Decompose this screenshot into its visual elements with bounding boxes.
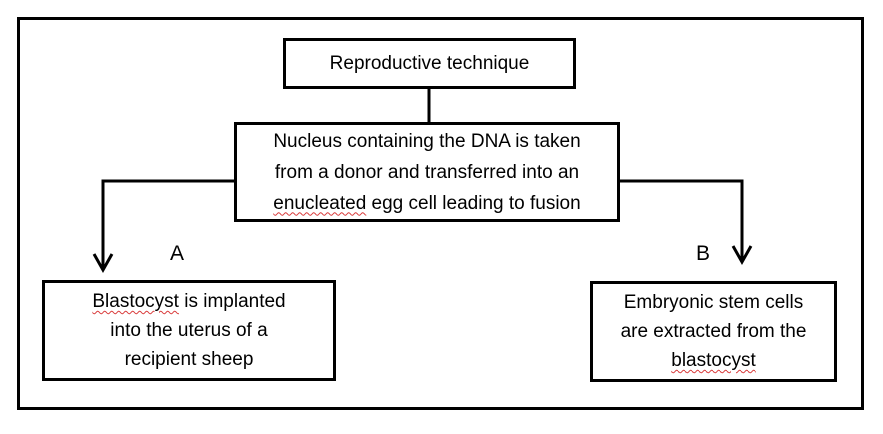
process-line-3-rest: egg cell leading to fusion [366,192,581,214]
title-text: Reproductive technique [329,52,530,74]
diagram-frame [17,17,864,410]
spellcheck-word-blastocyst-a: Blastocyst [92,291,179,312]
spellcheck-word-blastocyst-b: blastocyst [671,350,756,371]
outcome-box-a: Blastocyst is implanted into the uterus … [42,280,336,381]
title-box: Reproductive technique [283,38,576,89]
process-line-2: from a donor and transferred into an [274,161,580,183]
box-b-line-3: blastocyst [671,346,755,375]
box-a-line-1: Blastocyst is implanted [92,287,285,316]
outcome-box-b: Embryonic stem cells are extracted from … [590,281,837,382]
box-b-line-1: Embryonic stem cells [623,292,804,313]
branch-label-b: B [696,242,711,265]
process-box: Nucleus containing the DNA is taken from… [234,122,620,222]
process-line-1: Nucleus containing the DNA is taken [273,130,581,152]
process-line-3: enucleated egg cell leading to fusion [273,188,580,219]
branch-label-a: A [170,242,185,265]
spellcheck-word-enucleated: enucleated [273,192,367,214]
box-a-line-1-rest: is implanted [178,291,286,312]
box-a-line-3: recipient sheep [124,349,254,370]
box-a-line-2: into the uterus of a [110,320,268,341]
box-b-line-2: are extracted from the [620,321,807,342]
